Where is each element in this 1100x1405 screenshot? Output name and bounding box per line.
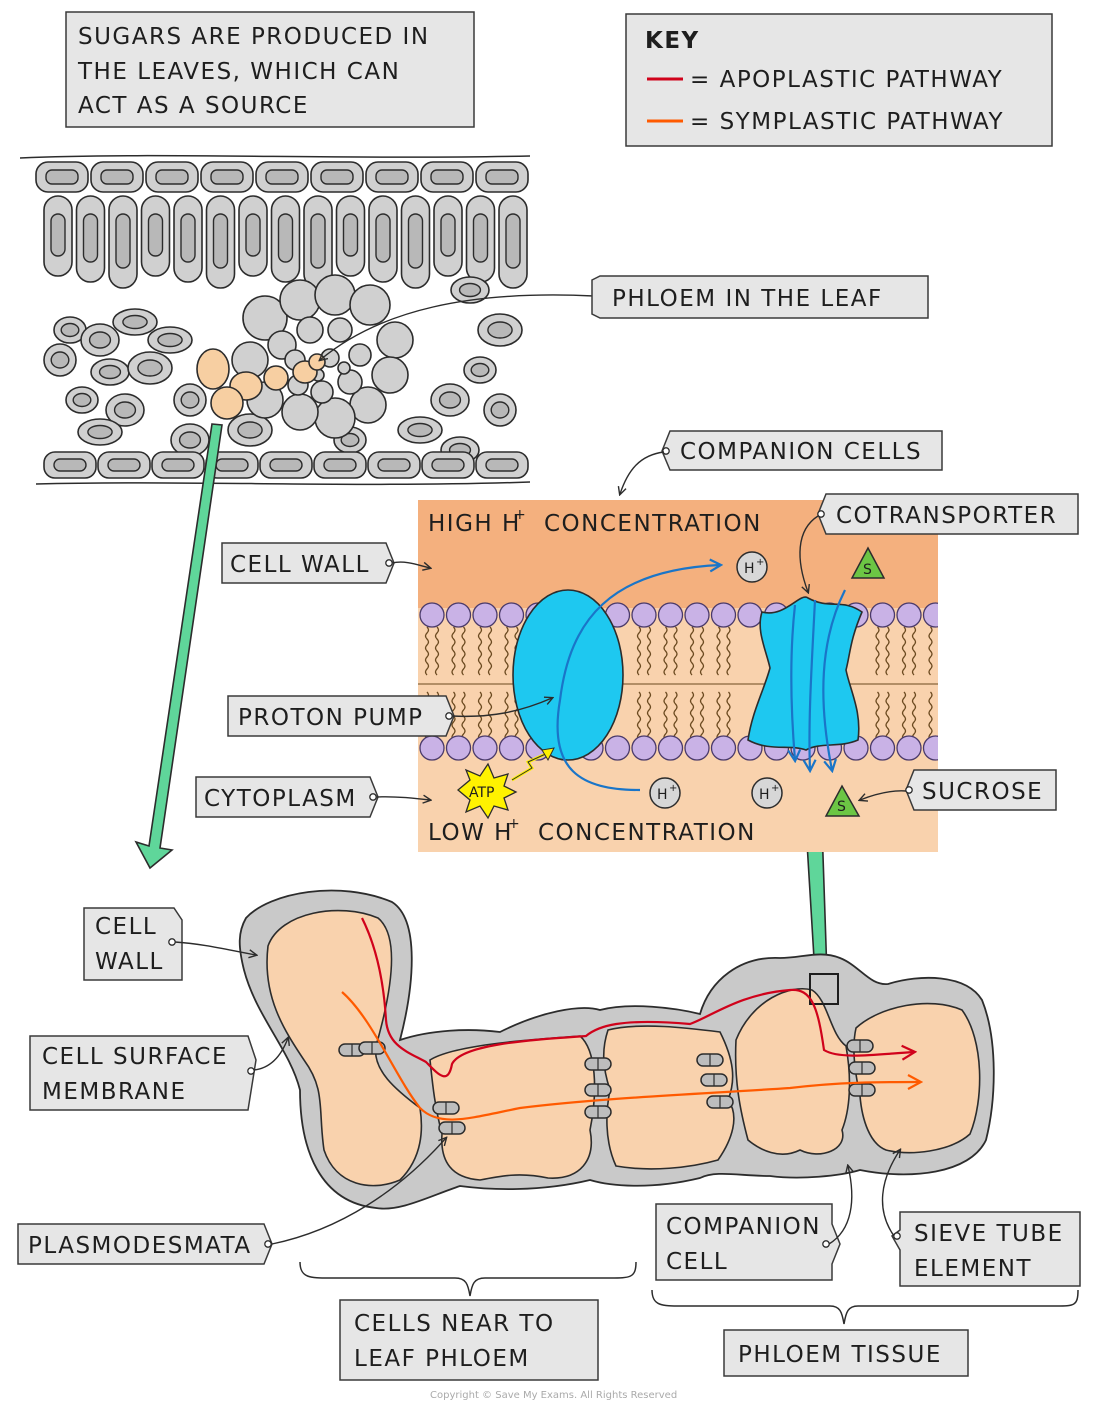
sieve-tube-body	[853, 1002, 981, 1154]
companion-cells-tag: COMPANION CELLS	[620, 430, 943, 494]
membrane-zoom-marker	[809, 973, 839, 1005]
phloem-in-leaf-tag: PHLOEM IN THE LEAF	[591, 275, 929, 319]
phloem-loading-cells	[238, 889, 995, 1210]
cell-wall-lower-tag: CELL WALL	[83, 907, 256, 981]
upper-epidermis	[35, 161, 529, 193]
svg-text:CELLS NEAR TO: CELLS NEAR TO	[354, 1311, 555, 1337]
proton-pump-tag: PROTON PUMP	[227, 695, 552, 737]
svg-text:S: S	[837, 799, 846, 815]
vascular-bundle	[231, 274, 414, 439]
low-h-concentration: CONCENTRATION	[538, 820, 756, 846]
copyright-footer: Copyright © Save My Exams. All Rights Re…	[430, 1390, 677, 1401]
key-box: KEY = APOPLASTIC PATHWAY = SYMPLASTIC PA…	[625, 13, 1053, 147]
phloem-in-leaf-label: PHLOEM IN THE LEAF	[612, 286, 883, 312]
cytoplasm-tag: CYTOPLASM	[195, 776, 430, 818]
sucrose-molecule-bottom: S	[824, 784, 861, 817]
cotransporter-protein	[747, 596, 863, 751]
svg-text:PLASMODESMATA: PLASMODESMATA	[28, 1233, 252, 1259]
svg-text:COTRANSPORTER: COTRANSPORTER	[836, 503, 1057, 529]
brace-phloem-tissue	[651, 1289, 1079, 1325]
source-note-box: SUGARS ARE PRODUCED IN THE LEAVES, WHICH…	[65, 11, 475, 128]
high-h-label: HIGH H	[428, 511, 521, 537]
svg-text:WALL: WALL	[95, 949, 164, 975]
svg-text:+: +	[669, 783, 677, 794]
source-note-line-2: THE LEAVES, WHICH CAN	[77, 59, 400, 85]
svg-text:H: H	[759, 787, 770, 803]
phloem-tissue-box: PHLOEM TISSUE	[723, 1329, 969, 1377]
sucrose-tag: SUCROSE	[860, 769, 1057, 811]
lower-epidermis	[43, 451, 529, 479]
lipid-tails-upper	[424, 626, 933, 676]
phloem-pointer	[320, 294, 595, 360]
companion-cell-tag: COMPANION CELL	[655, 1166, 852, 1281]
key-apoplastic-label: = APOPLASTIC PATHWAY	[690, 67, 1003, 93]
low-h-label: LOW H	[428, 820, 513, 846]
h-ion-left: H +	[649, 777, 681, 809]
brace-cells-near-phloem	[299, 1261, 637, 1297]
symplastic-pathway-line	[341, 991, 920, 1121]
svg-text:MEMBRANE: MEMBRANE	[42, 1079, 187, 1105]
proton-pump-protein	[512, 589, 624, 761]
source-note-line-1: SUGARS ARE PRODUCED IN	[78, 24, 430, 50]
svg-text:CELL WALL: CELL WALL	[230, 552, 370, 578]
key-title: KEY	[645, 28, 700, 54]
svg-text:PHLOEM TISSUE: PHLOEM TISSUE	[738, 1342, 942, 1368]
high-h-concentration: CONCENTRATION	[544, 511, 762, 537]
leaf-cross-section	[19, 154, 600, 486]
svg-text:S: S	[863, 562, 872, 578]
svg-text:PROTON PUMP: PROTON PUMP	[238, 705, 424, 731]
svg-text:SUCROSE: SUCROSE	[922, 779, 1043, 805]
svg-text:LEAF PHLOEM: LEAF PHLOEM	[354, 1346, 530, 1372]
key-symplastic-label: = SYMPLASTIC PATHWAY	[690, 109, 1004, 135]
sieve-tube-element-tag: SIEVE TUBE ELEMENT	[881, 1150, 1081, 1287]
svg-text:CELL SURFACE: CELL SURFACE	[42, 1044, 228, 1070]
sucrose-molecule-top: S	[850, 546, 886, 579]
svg-text:CELL: CELL	[95, 914, 157, 940]
green-arrow-down	[134, 423, 223, 870]
svg-text:H: H	[657, 787, 668, 803]
svg-text:CYTOPLASM: CYTOPLASM	[204, 786, 357, 812]
plasmodesmata-tag: PLASMODESMATA	[17, 1138, 446, 1265]
highlighted-source-cells	[196, 348, 326, 420]
svg-text:H: H	[744, 561, 755, 577]
cell-surface-membrane-tag: CELL SURFACE MEMBRANE	[29, 1035, 288, 1111]
svg-text:+: +	[508, 816, 520, 832]
proton-pump-flow-arrow	[556, 565, 720, 792]
svg-text:COMPANION: COMPANION	[666, 1214, 821, 1240]
h-ion-top: H +	[736, 551, 768, 583]
source-note-line-3: ACT AS A SOURCE	[78, 93, 309, 119]
cell-wall-top-tag: CELL WALL	[221, 542, 430, 584]
svg-text:+: +	[771, 783, 779, 794]
membrane-panel: H + H + H + S S ATP HIGH	[418, 500, 938, 852]
svg-text:ELEMENT: ELEMENT	[914, 1256, 1032, 1282]
svg-text:CELL: CELL	[666, 1249, 728, 1275]
cells-near-phloem-box: CELLS NEAR TO LEAF PHLOEM	[339, 1299, 599, 1381]
svg-text:SIEVE TUBE: SIEVE TUBE	[914, 1221, 1064, 1247]
h-ion-right: H +	[751, 777, 783, 809]
atp-label: ATP	[469, 785, 494, 801]
cotransporter-tag: COTRANSPORTER	[799, 493, 1079, 592]
apoplastic-pathway-line	[361, 917, 914, 1078]
svg-text:+: +	[756, 557, 764, 568]
svg-text:COMPANION CELLS: COMPANION CELLS	[680, 439, 922, 465]
svg-text:+: +	[514, 507, 526, 523]
spongy-mesophyll	[43, 276, 523, 464]
atp-burst: ATP	[456, 747, 555, 820]
plasmodesmata-channels	[338, 1039, 876, 1135]
palisade-layer	[43, 195, 528, 289]
